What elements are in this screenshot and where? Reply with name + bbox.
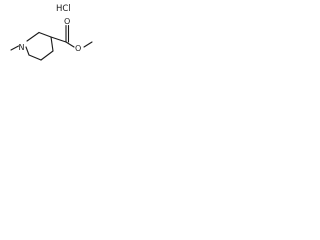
ring-bond-c2-c3 [38,31,52,38]
ring-bond-c3-c4 [50,36,54,52]
n-methyl-bond [10,45,20,51]
hcl-label: HCl [56,4,71,14]
ester-oxygen-label: O [75,44,81,53]
ring-bond-c6-n [25,46,30,56]
ring-bond-c5-c6 [28,54,42,61]
ester-bond [65,41,75,48]
chemical-structure: HCl N O O [10,4,93,61]
o-methyl-bond [83,41,93,48]
ring-bond-c4-c5 [40,50,54,61]
carbonyl-oxygen-label: O [64,17,70,26]
ring-bond-n-c2 [26,31,40,42]
c4-carbonyl-bond [50,36,67,43]
ring-nitrogen-label: N [19,43,25,52]
